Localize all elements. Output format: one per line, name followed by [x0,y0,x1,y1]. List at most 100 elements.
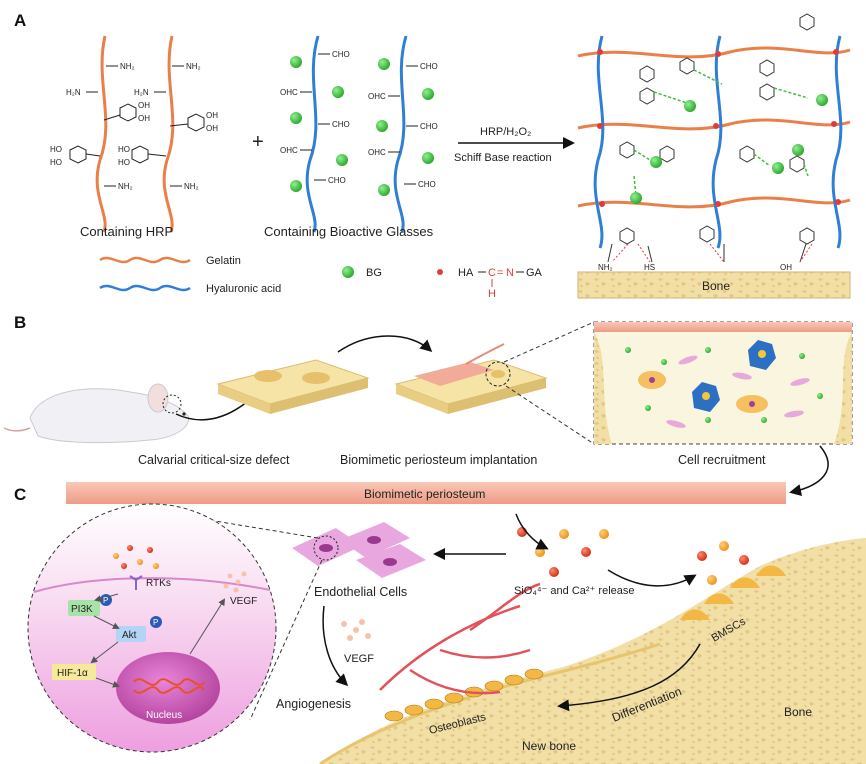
bone-label-a: Bone [702,279,730,293]
inset-pi3k-label: PI3K [71,604,93,615]
amine-label-5: NH₂ [118,182,133,191]
arrow-implant [337,335,433,353]
endothelial-cells [292,522,426,578]
bone-landscape [320,538,866,764]
amine-label-2: NH₂ [186,62,201,71]
aldehyde-label-8: CHO [420,122,438,131]
inset-akt-label: Akt [122,630,137,641]
cell-recruitment-box [593,321,853,445]
arrow-to-bmscs [607,569,697,587]
bone-label-c: Bone [784,705,812,719]
gelatin-side-groups [69,65,205,187]
zoom-line-2 [505,385,595,445]
periosteum-band-label: Biomimetic periosteum [364,487,485,501]
legend-schiff-ha: HA [458,267,474,279]
legend-schiff-h: H [488,288,496,300]
blood-vessels [379,582,541,695]
zoom-line-1 [503,321,595,363]
inset-hif-label: HIF-1α [57,668,88,679]
amine-label-1: NH₂ [120,62,135,71]
arrow-nucleus-vegf [189,598,226,655]
caption-containing-bg: Containing Bioactive Glasses [264,224,434,239]
hydroxyl-label-5: HO [50,145,62,154]
legend-hyaluronic-label: Hyaluronic acid [206,283,281,295]
hyaluronic-side-groups [300,53,418,185]
hydrogel-network [577,13,851,263]
legend-schiff-eq: = [497,267,503,279]
hydroxyl-label-1: OH [138,101,150,110]
bond-label-1: NH₂ [598,263,613,272]
hydroxyl-label-2: OH [138,114,150,123]
bg-particles-a [290,56,434,196]
aldehyde-label-10: CHO [418,180,436,189]
gelatin-chain-1 [95,35,108,233]
hyaluronic-chain-2 [393,35,408,233]
inset-vegf-label: VEGF [230,596,257,607]
arrow-akt-hif [90,641,119,664]
ion-release-label: SiO₄⁴⁻ and Ca²⁺ release [514,585,635,597]
vegf-mid-label: VEGF [344,653,374,665]
arrow-angiogenesis [322,605,349,687]
hydroxyl-label-6: HO [50,158,62,167]
arrow-pi3k-akt [93,615,120,629]
legend-schiff-ga: GA [526,267,543,279]
panel-label-c: C [14,485,26,504]
hyaluronic-chain-1 [305,35,320,233]
arrow-release [515,513,549,550]
aldehyde-label-6: CHO [420,62,438,71]
amine-label-4: H₂N [134,88,149,97]
hydroxyl-label-7: HO [118,145,130,154]
defect-plate [216,359,370,414]
phospho-label-1: P [103,596,108,605]
bond-label-2: HS [644,263,655,272]
legend-bg-swatch [342,266,354,278]
reaction-condition-1: HRP/H₂O₂ [480,126,531,138]
reaction-condition-2: Schiff Base reaction [454,152,552,164]
plus-sign: + [252,131,264,153]
aldehyde-label-1: CHO [332,50,350,59]
ion-release-particles [517,527,749,585]
legend-schiff-dot [437,269,443,275]
amine-label-6: NH₂ [184,182,199,191]
caption-cell-recruitment: Cell recruitment [678,453,766,467]
bond-label-3: OH [780,263,792,272]
inset-zoom-line-1 [135,507,319,539]
hydroxyl-label-4: OH [206,124,218,133]
gelatin-chain-2 [162,35,175,233]
aldehyde-label-4: OHC [280,146,298,155]
legend-hyaluronic-swatch [99,284,191,292]
aldehyde-label-5: CHO [328,176,346,185]
legend-schiff-c: C [488,267,496,279]
bone-substrate-a [577,271,851,299]
vegf-particles-mid [341,619,371,641]
inset-zoom-line-2 [249,559,323,721]
arrow-rtks-pi3k [94,593,119,603]
new-bone-label: New bone [522,739,576,753]
signaling-inset [27,503,277,753]
inset-nucleus-label: Nucleus [146,710,182,721]
legend-gelatin-swatch [99,256,191,264]
endothelial-cells-label: Endothelial Cells [314,585,407,599]
arrow-recruitment [789,445,829,496]
aldehyde-label-2: OHC [280,88,298,97]
legend-schiff-n: N [506,267,514,279]
caption-calvarial-defect: Calvarial critical-size defect [138,453,290,467]
implanted-plate [394,343,548,414]
aldehyde-label-3: CHO [332,120,350,129]
aldehyde-label-9: OHC [368,148,386,157]
phospho-label-2: P [153,618,158,627]
hydroxyl-label-3: OH [206,111,218,120]
inset-rtks-label: RTKs [146,578,171,589]
arrow-hif-nucleus [95,677,120,688]
panel-label-b: B [14,313,26,332]
aldehyde-label-7: OHC [368,92,386,101]
panel-label-a: A [14,11,26,30]
new-bone-edge [319,642,661,764]
caption-periosteum-implantation: Biomimetic periosteum implantation [340,453,537,467]
periosteum-band [66,482,786,504]
hydroxyl-label-8: HO [118,158,130,167]
angiogenesis-label: Angiogenesis [276,697,351,711]
legend-bg-label: BG [366,267,382,279]
legend-gelatin-label: Gelatin [206,255,241,267]
